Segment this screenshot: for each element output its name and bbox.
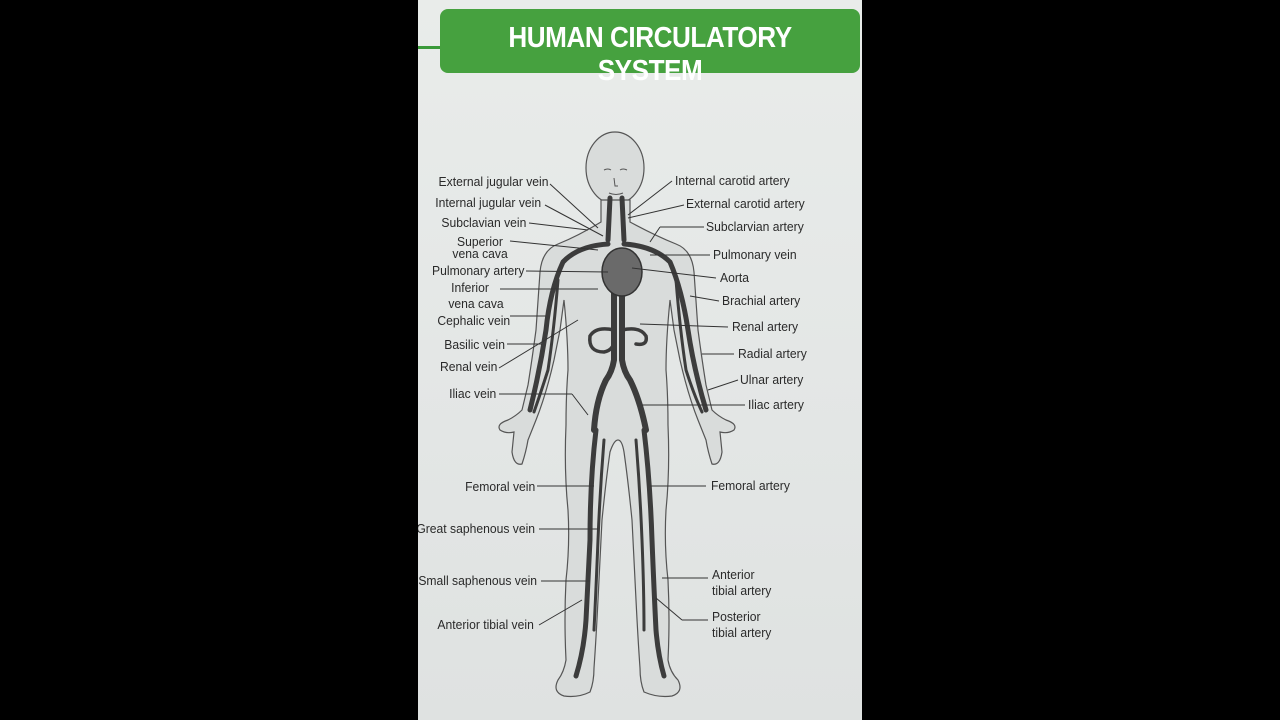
label-subclavian-vein: Subclavian vein xyxy=(441,215,526,230)
label-anterior-tibial-artery-line1: Anterior xyxy=(712,567,755,582)
label-inferior-vena-cava-line2: vena cava xyxy=(448,296,504,311)
label-ulnar-artery: Ulnar artery xyxy=(740,372,804,387)
label-cephalic-vein: Cephalic vein xyxy=(437,313,510,328)
label-superior-vena-cava-line1: Superior xyxy=(457,234,503,249)
label-posterior-tibial-artery-line1: Posterior xyxy=(712,609,761,624)
label-radial-artery: Radial artery xyxy=(738,346,807,361)
label-anterior-tibial-artery-line2: tibial artery xyxy=(712,583,772,598)
label-pulmonary-artery: Pulmonary artery xyxy=(431,263,524,278)
label-anterior-tibial-vein: Anterior tibial vein xyxy=(437,617,534,632)
leader-lines xyxy=(498,180,745,626)
label-internal-carotid-artery: Internal carotid artery xyxy=(675,173,790,188)
vessels xyxy=(527,195,709,679)
textbook-page: HUMAN CIRCULATORY SYSTEM xyxy=(418,0,862,720)
circulatory-diagram xyxy=(498,131,745,698)
label-iliac-vein: Iliac vein xyxy=(448,386,496,401)
label-external-jugular-vein: External jugular vein xyxy=(438,174,548,189)
title-rule xyxy=(418,46,448,49)
label-pulmonary-vein: Pulmonary vein xyxy=(713,247,797,262)
label-internal-jugular-vein: Internal jugular vein xyxy=(435,195,541,210)
label-subclarvian-artery: Subclarvian artery xyxy=(706,219,804,234)
page-title: HUMAN CIRCULATORY SYSTEM xyxy=(508,22,792,87)
label-femoral-vein: Femoral vein xyxy=(464,479,535,494)
label-small-saphenous-vein: Small saphenous vein xyxy=(418,573,537,588)
face xyxy=(603,168,628,195)
label-renal-vein: Renal vein xyxy=(439,359,497,374)
label-aorta: Aorta xyxy=(720,270,750,285)
label-inferior-vena-cava-line1: Inferior xyxy=(451,280,489,295)
label-basilic-vein: Basilic vein xyxy=(444,337,505,352)
label-great-saphenous-vein: Great saphenous vein xyxy=(418,521,535,536)
label-posterior-tibial-artery-line2: tibial artery xyxy=(712,625,772,640)
label-superior-vena-cava-line2: vena cava xyxy=(452,246,508,261)
body-outline xyxy=(498,131,736,698)
label-iliac-artery: Iliac artery xyxy=(748,397,804,412)
label-external-carotid-artery: External carotid artery xyxy=(686,196,805,211)
title-banner: HUMAN CIRCULATORY SYSTEM xyxy=(440,9,860,87)
label-renal-artery: Renal artery xyxy=(732,319,799,334)
label-femoral-artery: Femoral artery xyxy=(711,478,790,493)
label-brachial-artery: Brachial artery xyxy=(722,293,801,308)
